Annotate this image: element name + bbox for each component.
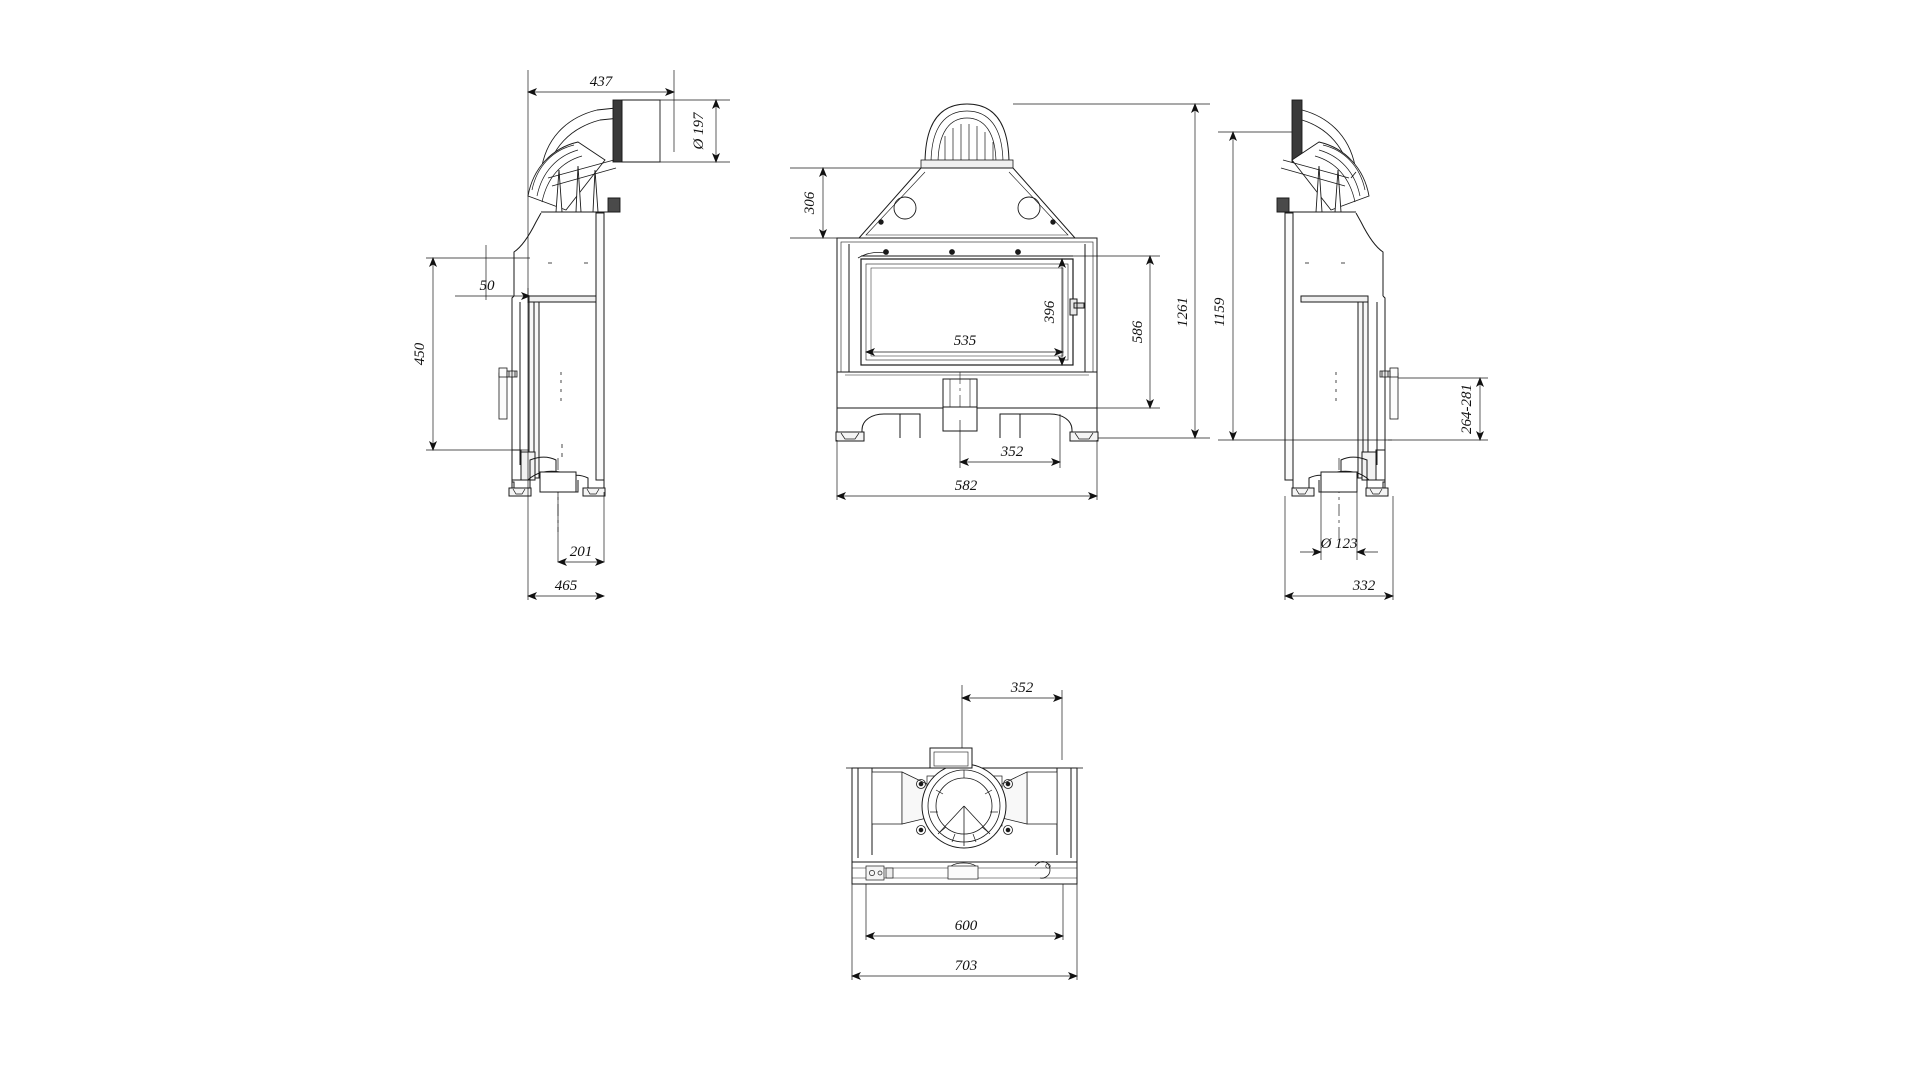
dimension-582 (836, 440, 1098, 500)
dimension-1261 (1013, 103, 1210, 439)
view-left-side (426, 70, 730, 600)
plan-body (846, 747, 1083, 885)
dim-label-50: 50 (480, 278, 496, 294)
body-left-view (498, 212, 606, 532)
dimension-123 (1300, 492, 1378, 560)
dim-label-201: 201 (570, 544, 593, 560)
dim-label-396: 396 (1042, 300, 1058, 324)
dim-label-586: 586 (1130, 320, 1146, 343)
dim-label-582: 582 (955, 478, 978, 494)
dim-label-332: 332 (1352, 578, 1376, 594)
dim-label-465: 465 (555, 578, 578, 594)
dimension-586 (1073, 255, 1160, 409)
dim-label-535: 535 (954, 333, 977, 349)
dimension-465 (527, 300, 605, 600)
dim-label-123: Ø 123 (1319, 536, 1357, 552)
front-hood (857, 167, 1077, 239)
dimension-437 (527, 70, 675, 300)
body-right-view (1284, 212, 1399, 545)
dim-label-437: 437 (590, 74, 614, 90)
door-latch (1069, 298, 1085, 316)
view-right-side (1218, 99, 1488, 600)
dim-label-197: Ø 197 (691, 111, 707, 151)
handle-left-view (498, 367, 518, 420)
dim-label-352-plan: 352 (1010, 680, 1034, 696)
dim-label-1261: 1261 (1175, 297, 1191, 327)
dim-label-352-front: 352 (1000, 444, 1024, 460)
dimension-197 (660, 99, 730, 163)
front-body-frame (835, 237, 1099, 442)
dimension-1159 (1218, 131, 1392, 441)
dim-label-264-281: 264-281 (1459, 384, 1475, 434)
dimension-332 (1284, 496, 1394, 600)
view-front (790, 103, 1210, 500)
dim-label-600: 600 (955, 918, 978, 934)
view-bottom-plan (846, 685, 1083, 980)
dimension-352-front (959, 414, 1061, 468)
dimension-201 (557, 492, 605, 566)
flue-outlet-right (1276, 99, 1370, 213)
dim-label-703: 703 (955, 958, 978, 974)
dim-label-1159: 1159 (1212, 297, 1228, 326)
dimension-600 (865, 884, 1064, 940)
dimension-703 (851, 884, 1078, 980)
dim-label-450: 450 (412, 342, 428, 365)
dimension-306 (790, 167, 925, 239)
handle-right-view (1379, 367, 1399, 420)
flue-outlet-left (527, 99, 661, 213)
dimension-264-281 (1388, 377, 1488, 441)
dim-label-306: 306 (802, 191, 818, 215)
